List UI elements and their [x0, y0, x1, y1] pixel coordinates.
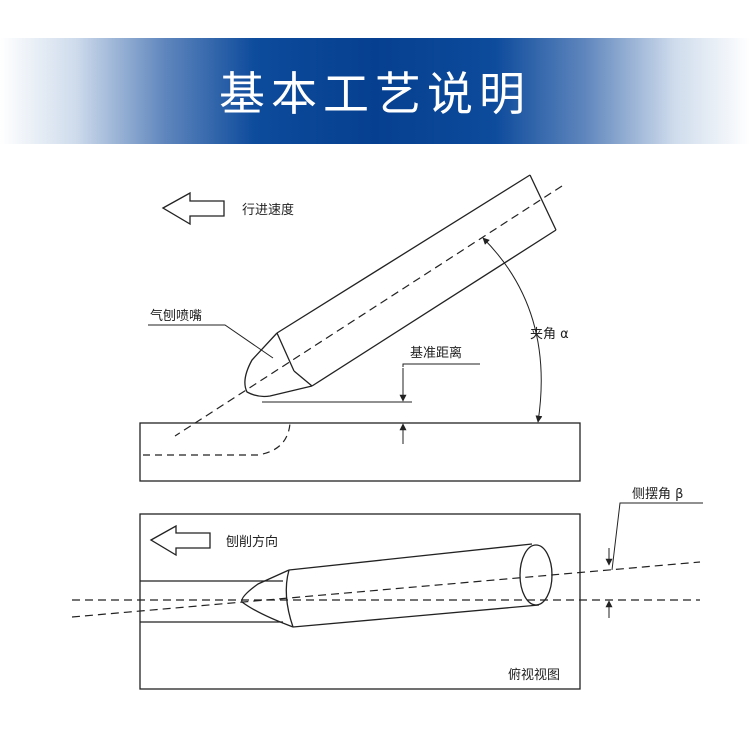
travel-direction-arrow-icon	[161, 191, 225, 226]
travel-speed-label: 行进速度	[242, 202, 294, 218]
workpiece-top	[139, 513, 581, 690]
angle-alpha-arc	[482, 237, 543, 423]
angle-alpha-label: 夹角 α	[530, 327, 569, 342]
top-view-label: 俯视视图	[508, 667, 560, 683]
side-angle-beta-leader	[611, 502, 703, 571]
nozzle-axis-top-line	[71, 561, 701, 618]
nozzle-axis-line	[174, 185, 563, 437]
side-angle-beta-label: 侧摆角 β	[632, 487, 683, 502]
gouging-direction-label: 刨削方向	[226, 534, 278, 550]
page-title: 基本工艺说明	[219, 67, 531, 121]
nozzle-label: 气刨喷嘴	[150, 308, 202, 324]
reference-distance-label: 基准距离	[410, 345, 462, 361]
gouge-groove	[143, 422, 291, 456]
title-banner	[0, 38, 750, 144]
workpiece-side	[139, 422, 581, 482]
gouging-direction-arrow-icon	[149, 524, 211, 557]
nozzle-leader-line	[148, 324, 274, 359]
reference-distance-leader	[402, 363, 480, 367]
